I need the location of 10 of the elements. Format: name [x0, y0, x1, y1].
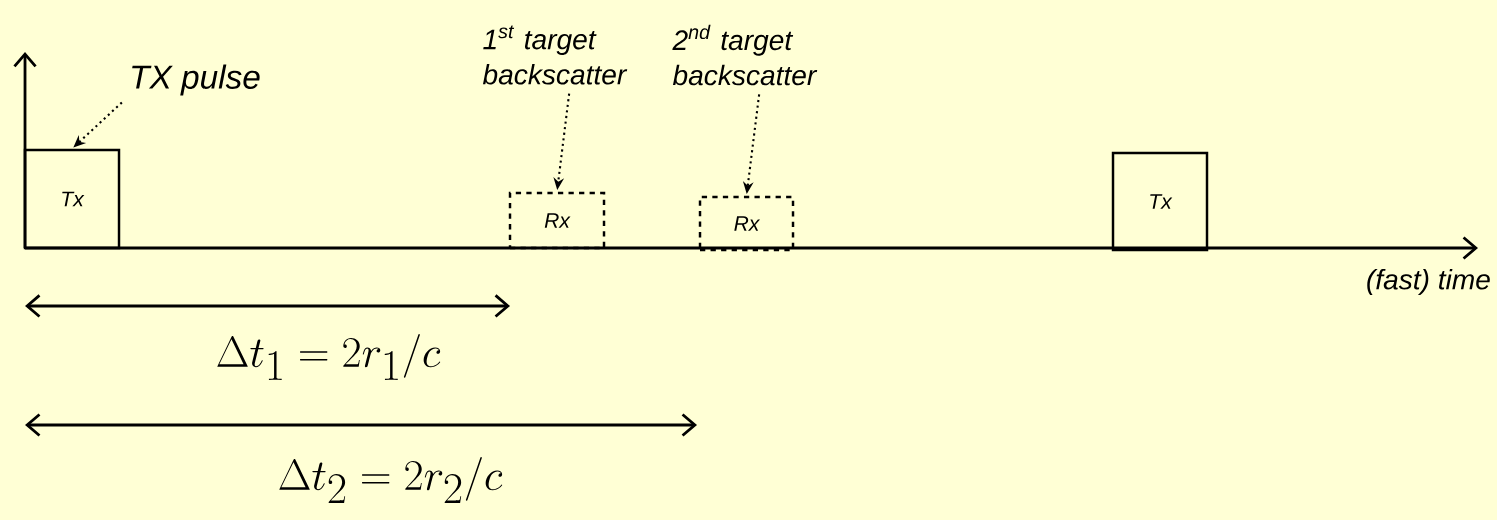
- callout-text: 2$^{nd}$ target backscatter: [672, 24, 818, 86]
- pulse-box: Rx: [508, 191, 606, 250]
- callout-text: TX pulse: [132, 64, 260, 96]
- pulse-box: Tx: [23, 148, 121, 250]
- pulse-box: Tx: [1111, 151, 1209, 252]
- pulse-box: Rx: [698, 195, 795, 252]
- callout-text: 1$^{st}$ target backscatter: [482, 25, 628, 85]
- formula: $\Delta t_1 = 2r_1 / c$: [217, 334, 441, 380]
- axis-label: (fast) time: [1367, 268, 1490, 296]
- formula: $\Delta t_2 = 2r_2 / c$: [279, 457, 503, 503]
